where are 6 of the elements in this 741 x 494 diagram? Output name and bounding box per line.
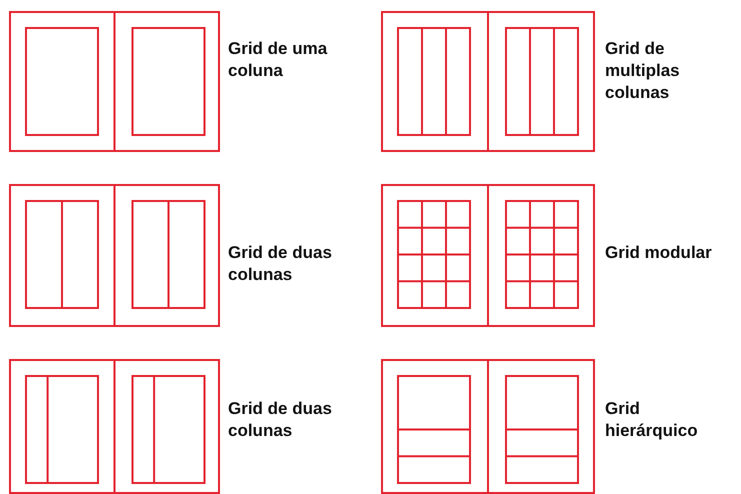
grid-type-label: Grid de uma coluna: [228, 38, 328, 82]
grid-type-label: Grid modular: [605, 242, 713, 264]
grid-type-label: Grid de duas colunas: [228, 398, 333, 442]
grid-type-label: Grid hierárquico: [605, 398, 699, 442]
grid-type-label: Grid de multiplas colunas: [605, 38, 681, 104]
grid-type-label: Grid de duas colunas: [228, 242, 333, 286]
